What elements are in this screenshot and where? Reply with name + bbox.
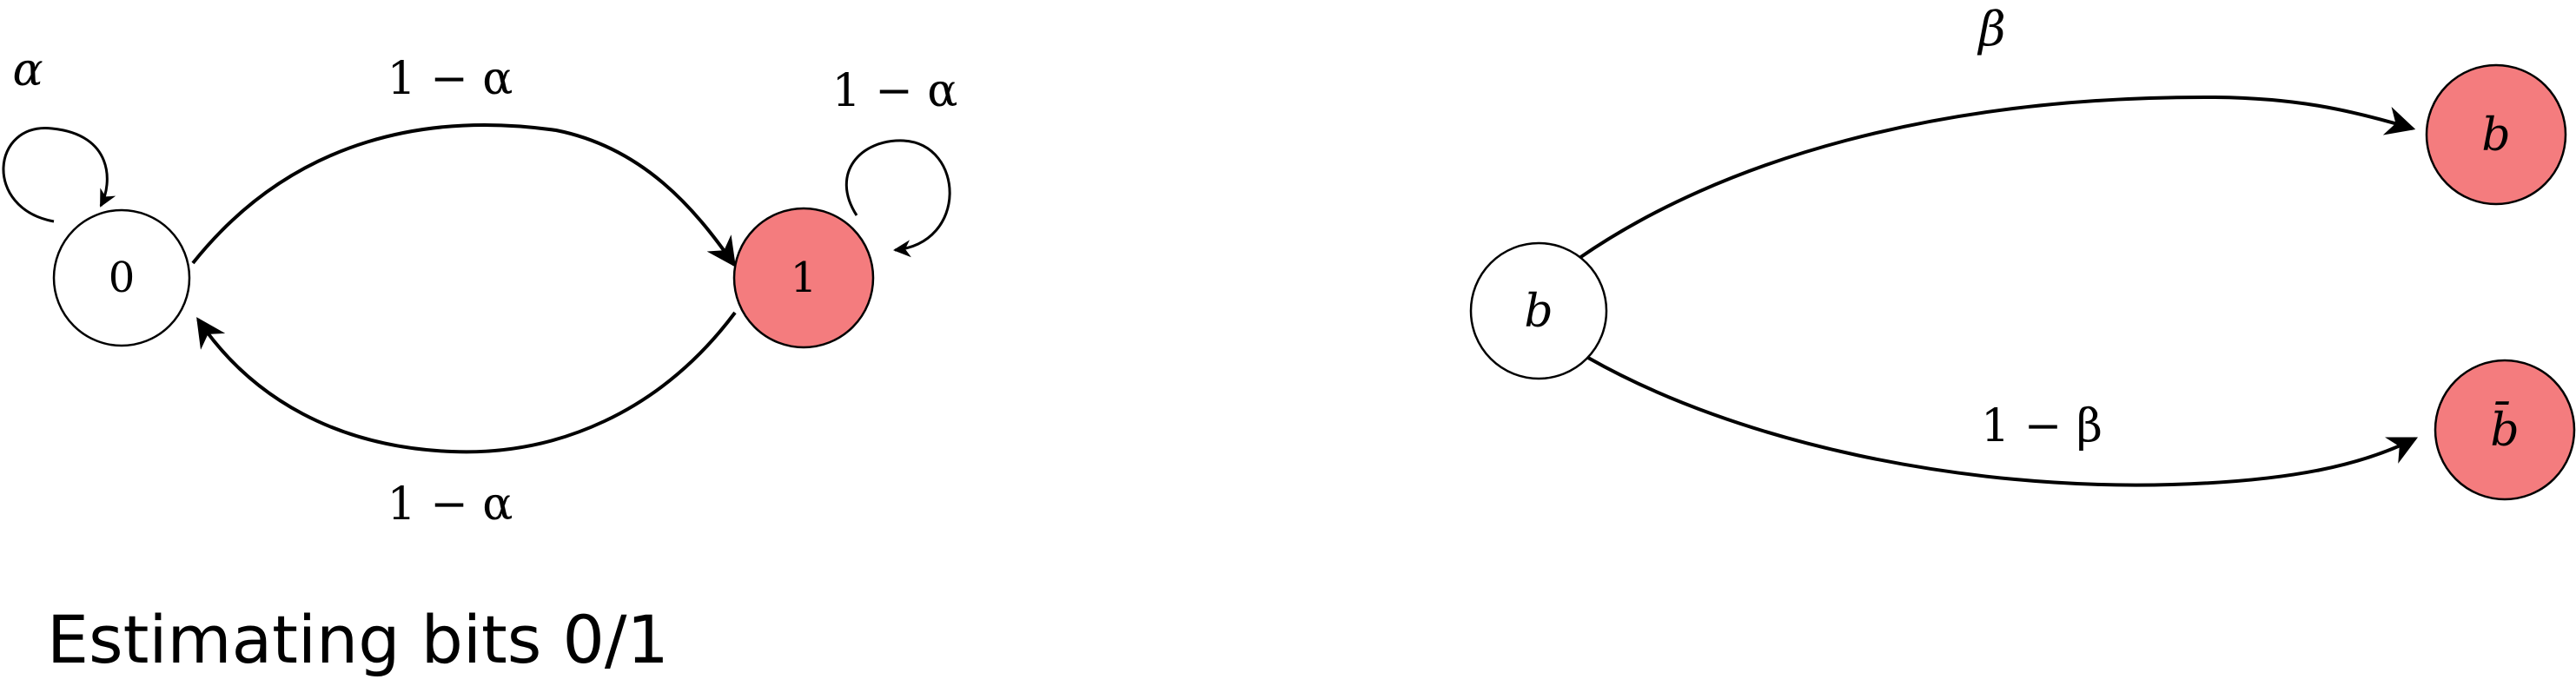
left-diagram: 0 1 α 1 − α 1 − α 1 − α Estimating bits …	[2, 44, 958, 678]
edge-one-to-zero	[196, 311, 737, 454]
node-one-label: 1	[791, 254, 818, 302]
edge-top-label: β	[1977, 2, 2005, 56]
node-target-top-label: b	[2481, 109, 2510, 162]
edge-zero-to-one-label: 1 − α	[387, 53, 513, 105]
node-target-bottom-label: b̄	[2490, 402, 2519, 457]
right-diagram: b b b̄ β 1 − β	[1469, 2, 2576, 501]
edge-bottom-label: 1 − β	[1981, 400, 2103, 452]
edge-top	[1578, 95, 2416, 260]
edge-bottom	[1587, 356, 2419, 487]
self-loop-one-label: 1 − α	[832, 65, 958, 117]
self-loop-zero-label: α	[12, 44, 43, 96]
node-target-bottom	[2434, 359, 2576, 501]
caption: Estimating bits 0/1	[47, 601, 669, 678]
self-loop-zero-edge	[2, 127, 116, 223]
node-source-b	[1469, 241, 1608, 380]
node-one	[732, 207, 875, 349]
node-source-b-label: b	[1524, 286, 1553, 338]
node-zero-label: 0	[109, 254, 136, 302]
node-zero	[52, 208, 191, 347]
edge-one-to-zero-label: 1 − α	[387, 478, 513, 531]
self-loop-one-edge	[844, 139, 951, 258]
node-target-top	[2425, 63, 2567, 206]
edge-zero-to-one	[191, 123, 736, 267]
